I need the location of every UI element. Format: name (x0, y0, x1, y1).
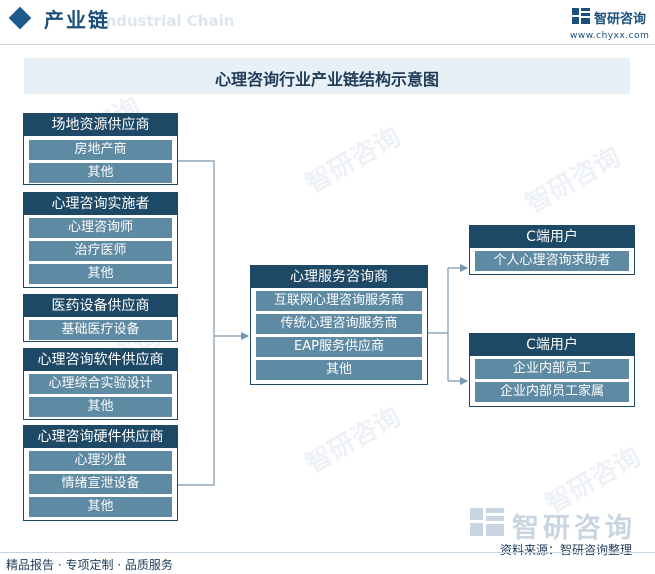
group-header: 场地资源供应商 (24, 114, 177, 136)
chain-item: 其他 (29, 497, 172, 517)
section-title: 产业链 (44, 8, 110, 32)
brand-logo-icon (572, 8, 590, 24)
chain-item: 企业内部员工家属 (475, 382, 629, 402)
header-divider (0, 44, 655, 45)
group-hardware-suppliers: 心理咨询硬件供应商 心理沙盘 情绪宣泄设备 其他 (23, 425, 178, 521)
header-watermark: Industrial Chain (100, 12, 235, 30)
footer-slogan: 精品报告 · 专项定制 · 品质服务 (6, 558, 173, 572)
chain-item: 个人心理咨询求助者 (475, 251, 629, 271)
group-enterprise-users: C端用户 企业内部员工 企业内部员工家属 (469, 333, 635, 407)
footer-divider (0, 552, 655, 553)
chain-item: 其他 (29, 163, 172, 183)
chain-item: 互联网心理咨询服务商 (256, 291, 422, 311)
group-venue-suppliers: 场地资源供应商 房地产商 其他 (23, 113, 178, 185)
group-header: C端用户 (470, 334, 634, 356)
group-header: 医药设备供应商 (24, 295, 177, 317)
chain-item: 心理咨询师 (29, 218, 172, 238)
chain-item: 其他 (29, 264, 172, 284)
diagram-title-bar: 心理咨询行业产业链结构示意图 (24, 58, 630, 94)
chain-item: EAP服务供应商 (256, 337, 422, 357)
source-note: 资料来源：智研咨询整理 (500, 543, 633, 557)
chain-item: 其他 (256, 360, 422, 380)
diagram-title: 心理咨询行业产业链结构示意图 (214, 70, 439, 89)
watermark-brand: 智研咨询 (512, 513, 636, 544)
group-header: 心理咨询硬件供应商 (24, 426, 177, 448)
chain-item: 治疗医师 (29, 241, 172, 261)
group-service-providers: 心理服务咨询商 互联网心理咨询服务商 传统心理咨询服务商 EAP服务供应商 其他 (250, 265, 428, 385)
chain-item: 心理沙盘 (29, 451, 172, 471)
chain-item: 基础医疗设备 (29, 320, 172, 340)
group-counseling-practitioners: 心理咨询实施者 心理咨询师 治疗医师 其他 (23, 192, 178, 288)
watermark-logo-icon (470, 508, 504, 536)
group-header: 心理服务咨询商 (251, 266, 427, 288)
chain-item: 情绪宣泄设备 (29, 474, 172, 494)
page-header: Industrial Chain 产业链 智研咨询 www.chyxx.com (0, 0, 655, 41)
group-software-suppliers: 心理咨询软件供应商 心理综合实验设计 其他 (23, 348, 178, 420)
chain-item: 其他 (29, 397, 172, 417)
group-medical-equipment-suppliers: 医药设备供应商 基础医疗设备 (23, 294, 178, 342)
brand-name: 智研咨询 (594, 12, 647, 27)
brand-url[interactable]: www.chyxx.com (570, 31, 650, 41)
group-header: 心理咨询实施者 (24, 193, 177, 215)
chain-item: 企业内部员工 (475, 359, 629, 379)
chain-item: 心理综合实验设计 (29, 374, 172, 394)
chain-item: 传统心理咨询服务商 (256, 314, 422, 334)
chain-item: 房地产商 (29, 140, 172, 160)
group-header: C端用户 (470, 226, 634, 248)
group-individual-users: C端用户 个人心理咨询求助者 (469, 225, 635, 275)
group-header: 心理咨询软件供应商 (24, 349, 177, 371)
